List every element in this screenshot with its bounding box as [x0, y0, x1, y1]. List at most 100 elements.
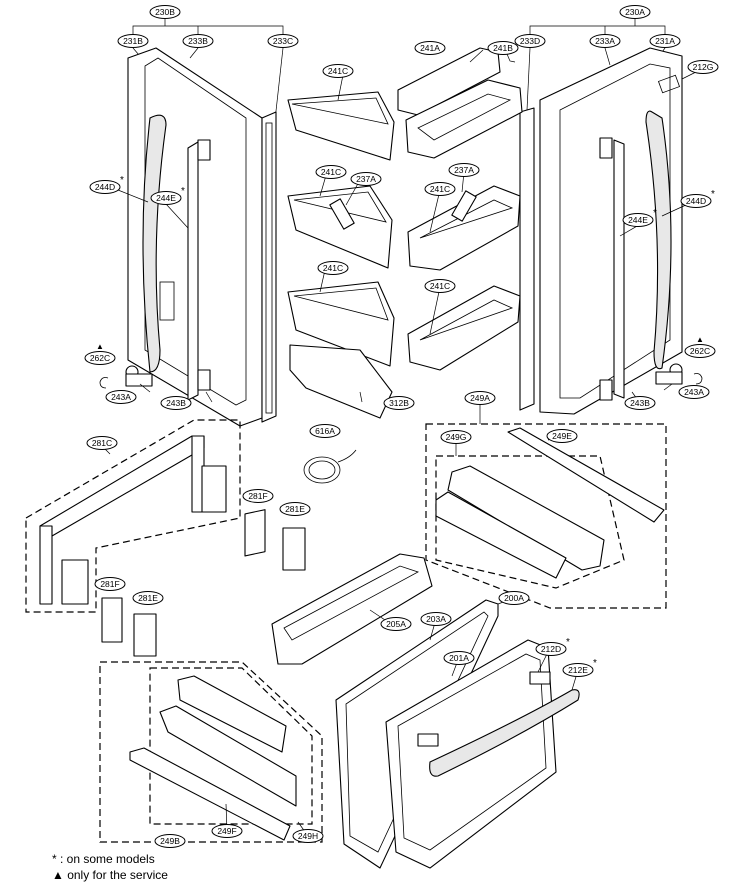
svg-text:233B: 233B	[188, 36, 208, 46]
label-233A: 233A	[589, 34, 621, 48]
svg-text:233C: 233C	[273, 36, 293, 46]
svg-text:212D: 212D	[541, 644, 561, 654]
label-205A: 205A	[380, 617, 412, 631]
svg-text:249E: 249E	[552, 431, 572, 441]
left-door-handle	[142, 114, 167, 373]
label-233B: 233B	[182, 34, 214, 48]
star-mark: *	[120, 175, 124, 186]
left-upper-door	[127, 47, 277, 427]
label-249F: 249F	[211, 824, 243, 838]
marks: * * * * * * ▲ ▲	[96, 175, 715, 669]
label-212E: 212E	[562, 663, 594, 677]
label-244E-left: 244E	[150, 191, 182, 205]
right-upper-door	[519, 47, 683, 415]
label-281E-1: 281E	[279, 502, 311, 516]
label-243B-left: 243B	[160, 396, 192, 410]
svg-text:281F: 281F	[248, 491, 267, 501]
svg-text:262C: 262C	[690, 346, 710, 356]
frame-281C	[39, 435, 227, 605]
svg-text:212E: 212E	[568, 665, 588, 675]
label-230B: 230B	[149, 5, 181, 19]
label-249A: 249A	[464, 391, 496, 405]
label-241B: 241B	[487, 41, 519, 55]
label-241C-1: 241C	[322, 64, 354, 78]
label-241C-3: 241C	[424, 182, 456, 196]
door-bins	[287, 47, 523, 419]
label-203A: 203A	[420, 612, 452, 626]
group-249G-outline	[435, 455, 625, 589]
svg-text:281E: 281E	[285, 504, 305, 514]
svg-text:231B: 231B	[123, 36, 143, 46]
svg-text:201A: 201A	[449, 653, 469, 663]
svg-text:241A: 241A	[420, 43, 440, 53]
label-244D-left: 244D	[89, 180, 121, 194]
label-237A-2: 237A	[448, 163, 480, 177]
label-281F-2: 281F	[94, 577, 126, 591]
label-244D-right: 244D	[680, 194, 712, 208]
label-262C-right: 262C	[684, 344, 716, 358]
svg-text:244D: 244D	[95, 182, 115, 192]
label-243A-left: 243A	[105, 390, 137, 404]
svg-text:203A: 203A	[426, 614, 446, 624]
label-237A-1: 237A	[350, 172, 382, 186]
svg-text:281F: 281F	[100, 579, 119, 589]
triangle-mark: ▲	[696, 335, 704, 344]
freezer-door	[385, 639, 580, 869]
svg-text:244D: 244D	[686, 196, 706, 206]
svg-text:244E: 244E	[156, 193, 176, 203]
freezer-handle	[429, 689, 580, 777]
label-281E-2: 281E	[132, 591, 164, 605]
svg-text:281E: 281E	[138, 593, 158, 603]
label-243B-right: 243B	[624, 396, 656, 410]
svg-text:241C: 241C	[430, 281, 450, 291]
label-231B: 231B	[117, 34, 149, 48]
star-mark: *	[566, 637, 570, 648]
label-201A: 201A	[443, 651, 475, 665]
svg-text:200A: 200A	[504, 593, 524, 603]
svg-text:249F: 249F	[217, 826, 236, 836]
label-244E-right: 244E	[622, 213, 654, 227]
svg-text:231A: 231A	[655, 36, 675, 46]
label-312B: 312B	[383, 396, 415, 410]
svg-text:616A: 616A	[315, 426, 335, 436]
svg-text:249H: 249H	[298, 831, 318, 841]
label-262C-left: 262C	[84, 351, 116, 365]
svg-text:241C: 241C	[430, 184, 450, 194]
label-241C-2: 241C	[315, 165, 347, 179]
svg-text:230A: 230A	[625, 7, 645, 17]
wire-harness	[303, 449, 357, 484]
star-mark: *	[653, 208, 657, 219]
star-mark: *	[593, 658, 597, 669]
label-249E: 249E	[546, 429, 578, 443]
svg-text:243B: 243B	[166, 398, 186, 408]
svg-text:233D: 233D	[520, 36, 540, 46]
svg-text:241C: 241C	[321, 167, 341, 177]
svg-text:205A: 205A	[386, 619, 406, 629]
label-212D: 212D	[535, 642, 567, 656]
triangle-mark: ▲	[96, 342, 104, 351]
svg-text:212G: 212G	[693, 62, 714, 72]
group-281C-outline	[25, 419, 241, 613]
label-616A: 616A	[309, 424, 341, 438]
rails-249B	[129, 675, 297, 841]
label-249H: 249H	[292, 829, 324, 843]
group-249H-outline	[149, 667, 313, 825]
legend-star-note: * : on some models	[52, 852, 155, 866]
svg-text:241B: 241B	[493, 43, 513, 53]
label-249G: 249G	[440, 430, 472, 444]
label-230A: 230A	[619, 5, 651, 19]
svg-text:241C: 241C	[323, 263, 343, 273]
bin-205A	[271, 553, 433, 665]
svg-text:312B: 312B	[389, 398, 409, 408]
svg-text:249A: 249A	[470, 393, 490, 403]
svg-text:244E: 244E	[628, 215, 648, 225]
svg-text:249B: 249B	[160, 836, 180, 846]
legend-triangle-note: ▲ only for the service	[52, 868, 168, 882]
svg-text:249G: 249G	[446, 432, 467, 442]
label-241C-5: 241C	[424, 279, 456, 293]
svg-text:262C: 262C	[90, 353, 110, 363]
svg-text:230B: 230B	[155, 7, 175, 17]
label-243A-right: 243A	[678, 385, 710, 399]
label-249B: 249B	[154, 834, 186, 848]
